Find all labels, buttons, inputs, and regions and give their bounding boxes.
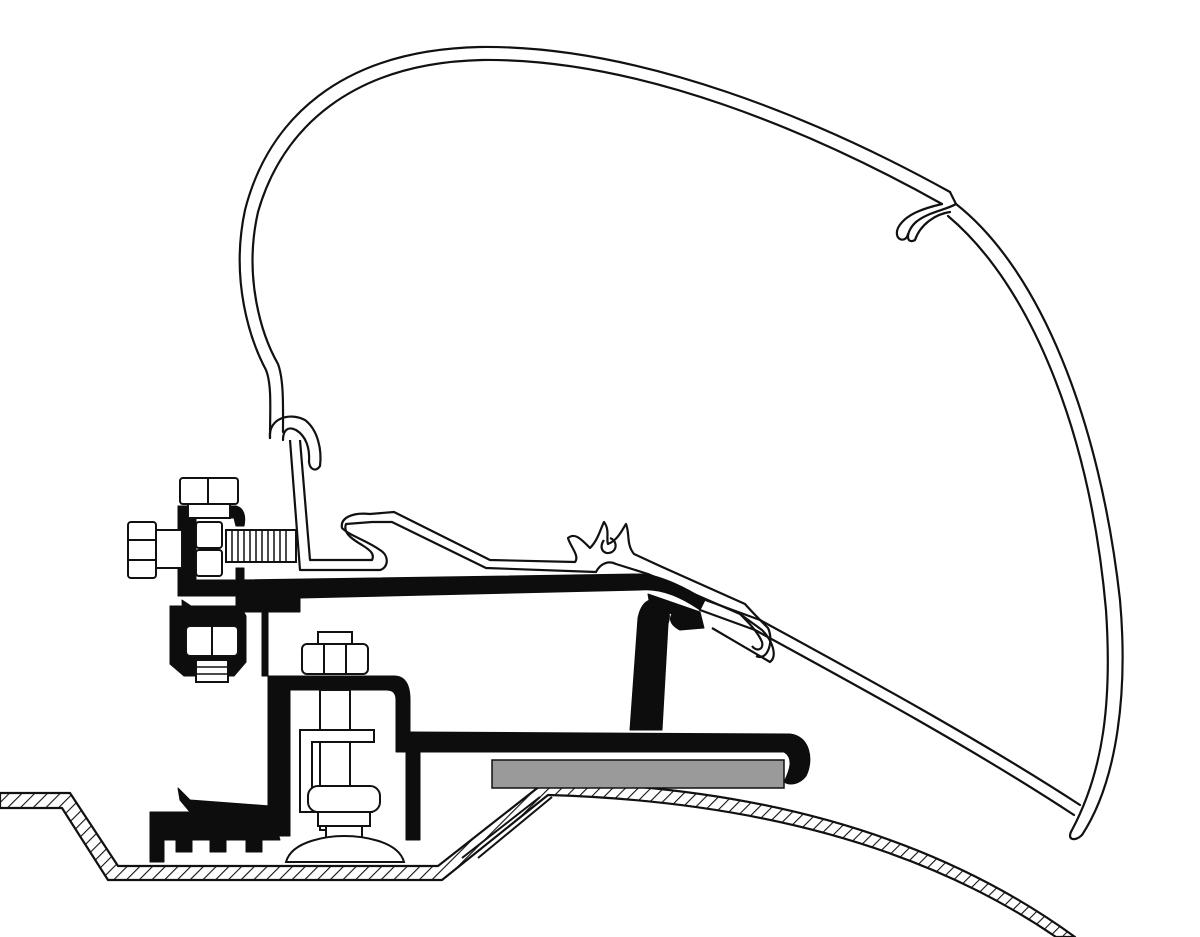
mounting-rail [288, 439, 775, 664]
clamp-nut-upper [195, 521, 223, 549]
vehicle-roof [0, 780, 1077, 937]
roof-nut [301, 643, 369, 675]
cassette-front-lid [946, 202, 1124, 841]
roof-clamp-pad [307, 785, 381, 813]
cassette-back-hook [268, 415, 322, 471]
side-bolt-thread [195, 659, 229, 683]
rail-inner-wall [298, 439, 764, 651]
adapter-strut [629, 599, 670, 731]
sealing-strip [491, 759, 785, 789]
roof-bolt-base [284, 834, 406, 863]
adapter-profile [149, 505, 811, 863]
adapter-base-plate [405, 731, 811, 841]
adapter-front-clip [647, 593, 705, 631]
adapter-toothed-foot [149, 787, 281, 863]
roof-bolt [284, 631, 406, 863]
clamp-bolt-collar [155, 529, 183, 569]
clamp-bolt-head [127, 521, 157, 579]
roof-inner-bend [461, 796, 553, 859]
clamp-bolt [127, 477, 297, 579]
roof-section [0, 780, 1077, 937]
awning-cassette [238, 45, 1124, 841]
cassette-shell-outer [238, 45, 952, 440]
side-bolt [185, 625, 239, 683]
adapter-top-arm [235, 573, 706, 613]
cassette-shell-inner [251, 58, 944, 434]
cassette-lower-edge [698, 596, 1082, 807]
adapter-bolt-housing [177, 505, 246, 597]
adapter-step [239, 609, 411, 837]
rail-keder-slot [600, 536, 617, 555]
rail-front-lip [711, 613, 775, 664]
clamp-nut-lower [195, 549, 223, 577]
